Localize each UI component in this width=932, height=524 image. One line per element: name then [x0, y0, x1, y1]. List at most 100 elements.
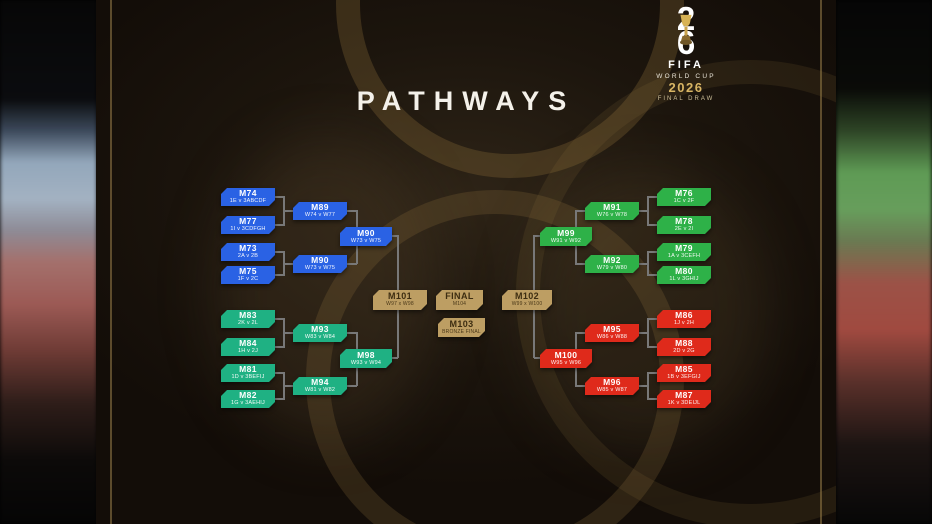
- connector-line: [639, 263, 647, 265]
- connector-line: [647, 398, 657, 400]
- match-teams: BRONZE FINAL: [442, 328, 481, 335]
- connector-line: [575, 332, 585, 334]
- match-teams: W76 v W78: [596, 212, 628, 219]
- match-teams: 1H v 2J: [237, 348, 259, 355]
- match-id: M75: [239, 266, 257, 277]
- connector-line: [534, 357, 540, 359]
- match-id: M73: [239, 243, 257, 254]
- match-teams: 1A v 3CEFH: [667, 253, 701, 260]
- connector-line: [575, 332, 577, 349]
- match-id: M101: [387, 291, 413, 302]
- match-teams: W99 x W100: [511, 301, 543, 308]
- connector-line: [273, 224, 283, 226]
- connector-line: [639, 332, 647, 334]
- connector-line: [533, 310, 535, 358]
- match-id: M78: [675, 216, 693, 227]
- match-teams: W73 v W75: [350, 237, 382, 244]
- connector-line: [647, 346, 657, 348]
- connector-line: [273, 251, 283, 253]
- connector-line: [273, 398, 283, 400]
- match-teams: 2A v 2B: [237, 253, 259, 260]
- match-id: M99: [557, 227, 575, 238]
- connector-line: [273, 274, 283, 276]
- connector-line: [533, 235, 535, 291]
- connector-line: [283, 210, 293, 212]
- match-teams: W85 v W87: [596, 387, 628, 394]
- match-teams: W95 v W96: [550, 359, 582, 366]
- match-teams: 2E v 2I: [674, 226, 694, 233]
- match-id: M95: [603, 324, 621, 335]
- connector-line: [647, 274, 657, 276]
- connector-line: [534, 235, 540, 237]
- match-id: M76: [675, 188, 693, 199]
- connector-line: [647, 372, 649, 400]
- match-id: M74: [239, 188, 257, 199]
- match-id: M102: [514, 291, 540, 302]
- connector-line: [283, 263, 293, 265]
- letterbox-right: [836, 0, 932, 524]
- match-id: M81: [239, 364, 257, 375]
- match-id: M79: [675, 243, 693, 254]
- match-teams: 1C v 2F: [673, 198, 695, 205]
- connector-line: [347, 263, 357, 265]
- connector-line: [347, 385, 357, 387]
- connector-line: [647, 318, 657, 320]
- connector-line: [347, 210, 357, 212]
- trophy-icon: [679, 14, 694, 47]
- match-id: M96: [603, 377, 621, 388]
- match-id: M94: [311, 377, 329, 388]
- connector-line: [392, 235, 398, 237]
- logo-worldcup-text: WORLD CUP: [656, 73, 716, 80]
- match-teams: W86 v W88: [596, 334, 628, 341]
- match-teams: 1F v 2C: [237, 276, 259, 283]
- match-id: M82: [239, 390, 257, 401]
- match-teams: M104: [452, 301, 467, 308]
- match-id: M100: [554, 349, 578, 360]
- match-teams: 1B v 3EFGIJ: [667, 374, 701, 381]
- match-teams: W93 v W94: [350, 359, 382, 366]
- match-teams: 2K v 2L: [237, 320, 259, 327]
- connector-line: [647, 196, 657, 198]
- match-teams: 1J v 2H: [673, 320, 695, 327]
- match-teams: W74 v W77: [304, 212, 336, 219]
- connector-line: [647, 318, 649, 348]
- logo-finaldraw-text: FINAL DRAW: [657, 96, 715, 102]
- connector-line: [283, 385, 293, 387]
- match-teams: 1K v 3DEIJL: [667, 400, 701, 407]
- connector-line: [273, 346, 283, 348]
- match-id: M88: [675, 338, 693, 349]
- connector-line: [647, 196, 649, 226]
- connector-line: [273, 372, 283, 374]
- logo-year-text: 2026: [668, 80, 704, 95]
- connector-line: [356, 210, 358, 227]
- match-id: M77: [239, 216, 257, 227]
- match-teams: 1E v 3ABCDF: [229, 198, 267, 205]
- gold-edge-line-left: [110, 0, 112, 524]
- letterbox-left: [0, 0, 97, 524]
- match-id: M87: [675, 390, 693, 401]
- match-id: M91: [603, 202, 621, 213]
- connector-line: [283, 332, 293, 334]
- match-id: M98: [357, 349, 375, 360]
- match-id: M93: [311, 324, 329, 335]
- connector-line: [356, 368, 358, 386]
- match-id: M86: [675, 310, 693, 321]
- match-teams: 1G v 3AEHIJ: [231, 400, 265, 407]
